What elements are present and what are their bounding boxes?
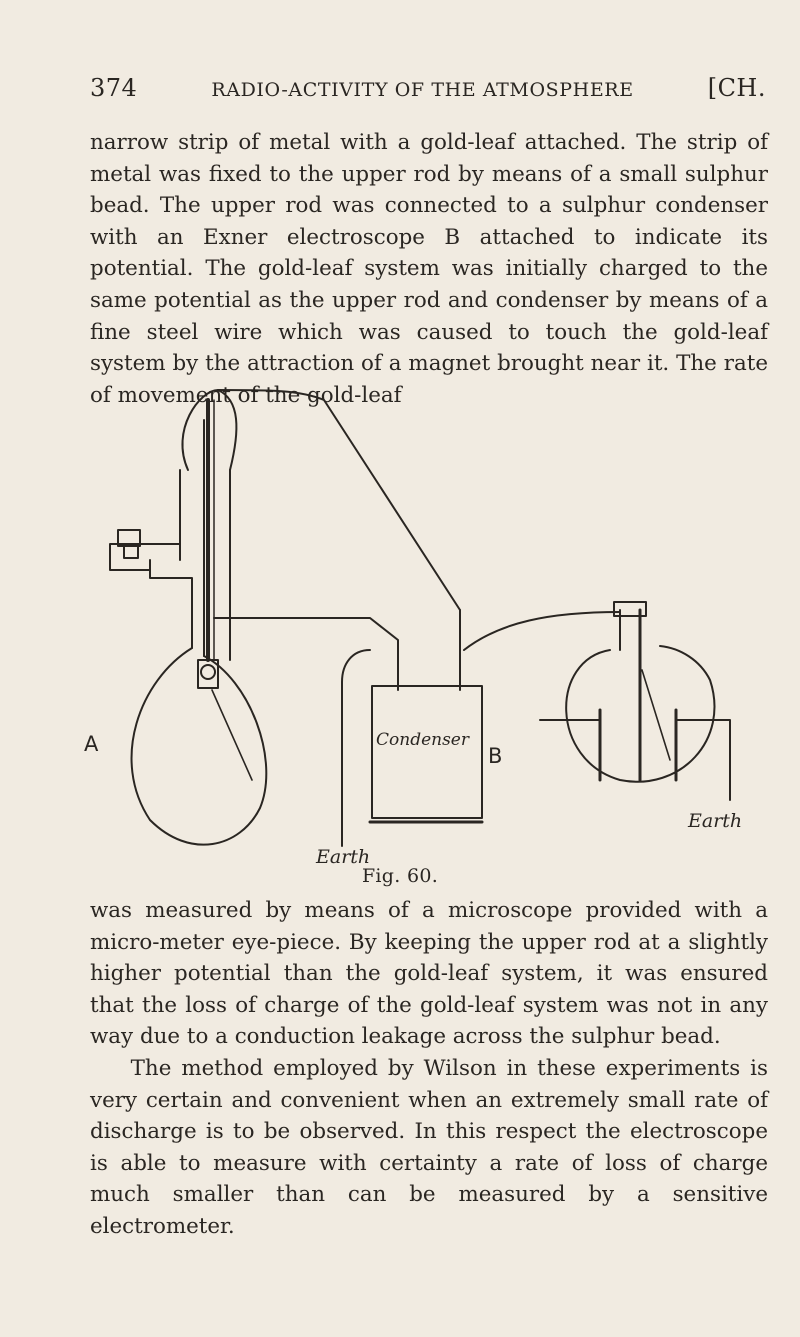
bead-holder (197, 659, 219, 689)
label-b: B (488, 744, 503, 768)
label-earth-left: Earth (316, 846, 371, 868)
electroscope-top (613, 601, 647, 617)
paragraph: The method employed by Wilson in these e… (90, 1055, 768, 1239)
page-header: 374 RADIO-ACTIVITY OF THE ATMOSPHERE [CH… (90, 74, 766, 114)
figure-caption: Fig. 60. (361, 865, 439, 887)
sulphur-bead (200, 664, 216, 680)
condenser-earth-lead (341, 649, 371, 847)
wire-to-electroscope (463, 611, 621, 651)
gold-leaf (211, 689, 253, 781)
top-wire (217, 389, 461, 611)
body-text-top: narrow strip of metal with a gold-leaf a… (90, 127, 768, 411)
vessel-a-bulb (130, 647, 268, 846)
chapter-mark: [CH. (707, 74, 766, 102)
body-text-bottom: was measured by means of a microscope pr… (90, 895, 768, 1243)
label-condenser: Condenser (376, 730, 469, 750)
paragraph: was measured by means of a microscope pr… (90, 898, 768, 1050)
figure-60-apparatus-diagram: A B Condenser Earth Earth (80, 360, 760, 880)
running-head: RADIO-ACTIVITY OF THE ATMOSPHERE (211, 79, 634, 101)
side-tube-window (123, 545, 139, 559)
apparatus-drawing (109, 389, 731, 847)
electroscope-case (565, 645, 716, 783)
vessel-a-neck-left (149, 559, 193, 649)
condenser (341, 649, 484, 847)
electroscope-arm-right (675, 719, 731, 801)
connecting-wire (213, 617, 399, 691)
side-tube (109, 543, 181, 571)
page-number: 374 (90, 74, 138, 102)
condenser-box (371, 685, 483, 819)
label-earth-right: Earth (688, 810, 743, 832)
electroscope-b (539, 601, 731, 801)
label-a: A (84, 732, 99, 756)
paragraph: narrow strip of metal with a gold-leaf a… (90, 130, 768, 408)
electroscope-leaf (641, 669, 671, 761)
